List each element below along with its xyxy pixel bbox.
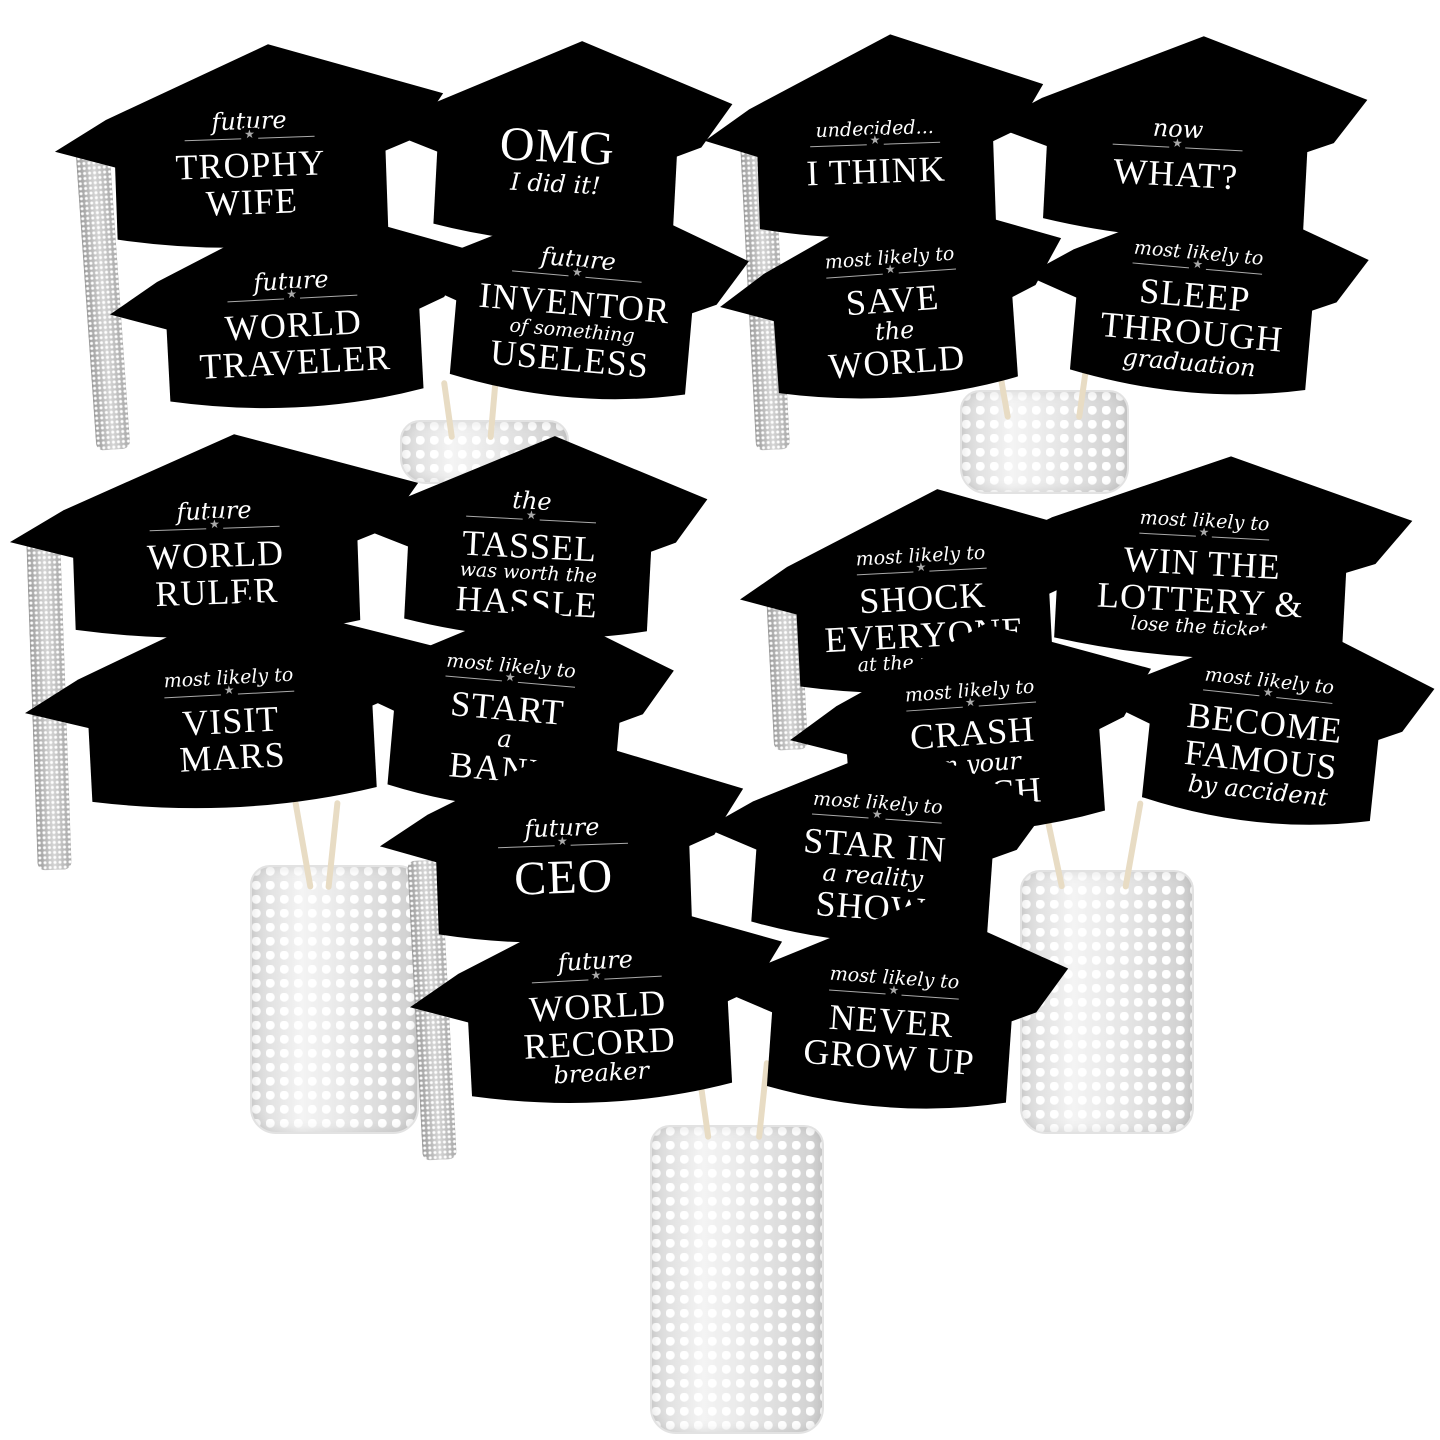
graduation-cap-sign: most likely toVISITMARS xyxy=(20,589,441,825)
vase xyxy=(960,390,1129,494)
sign-line: GROW UP xyxy=(802,1031,976,1084)
mortarboard-shape xyxy=(25,598,433,809)
graduation-cap-sign: most likely toSLEEPTHROUGHgraduation xyxy=(1016,176,1373,415)
sign-line: TROPHY xyxy=(174,142,327,188)
vase xyxy=(1020,870,1194,1134)
sign-line: OMG xyxy=(498,117,617,176)
sign-line: breaker xyxy=(552,1056,650,1090)
sign-text: most likely toVISITMARS xyxy=(96,641,366,805)
sign-text: futureWORLDRECORDbreaker xyxy=(475,936,723,1099)
sign-line: I THINK xyxy=(805,148,947,194)
sign-text: most likely toNEVERGROW UP xyxy=(776,940,1007,1106)
graduation-cap-sign: most likely toSAVEtheWORLD xyxy=(713,183,1072,417)
vase xyxy=(250,865,419,1134)
graduation-cap-sign: most likely toNEVERGROW UP xyxy=(713,888,1072,1127)
graduation-cap-sign: most likely toBECOMEFAMOUSby accident xyxy=(1090,598,1440,846)
graduation-cap-sign: futureWORLDRECORDbreaker xyxy=(405,885,791,1119)
mortarboard-shape xyxy=(109,204,473,409)
sign-line: SAVE xyxy=(844,277,941,324)
sign-line: TRAVELER xyxy=(198,336,392,387)
sign-text: most likely toSAVEtheWORLD xyxy=(778,234,1009,396)
graduation-cap-sign: futureWORLDTRAVELER xyxy=(105,196,480,425)
sign-text: futureWORLDTRAVELER xyxy=(173,245,414,404)
sign-line: MARS xyxy=(178,734,287,780)
sign-text: most likely toBECOMEFAMOUSby accident xyxy=(1151,652,1377,824)
vase xyxy=(650,1125,824,1434)
sign-text: most likely toSLEEPTHROUGHgraduation xyxy=(1079,227,1309,392)
sign-line: WORLD xyxy=(827,336,967,387)
